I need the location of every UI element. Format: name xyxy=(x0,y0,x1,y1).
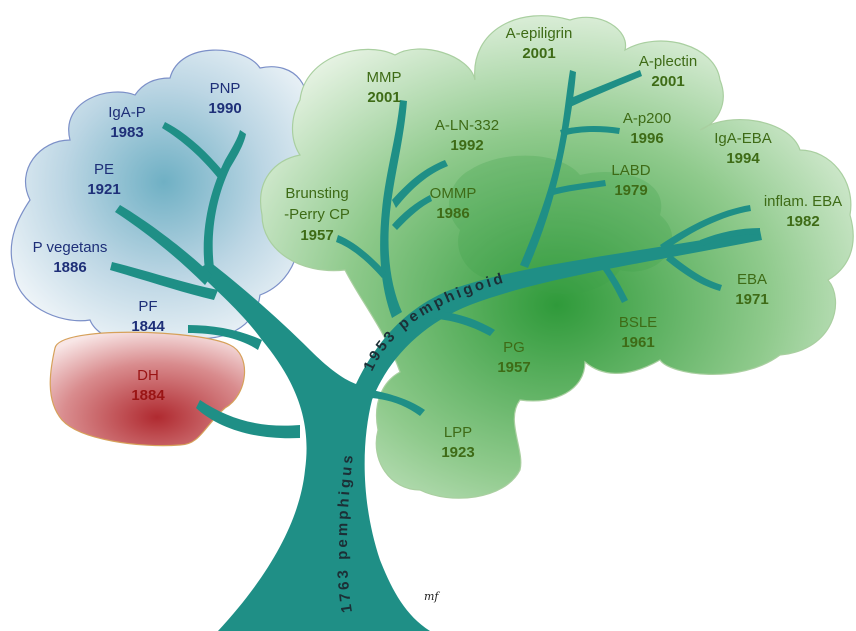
leaf-pveg: P vegetans 1886 xyxy=(33,239,108,276)
leaf-dh-year: 1884 xyxy=(131,387,165,404)
leaf-pg-year: 1957 xyxy=(497,359,530,376)
leaf-pveg-name: P vegetans xyxy=(33,239,108,256)
leaf-iga-eba-year: 1994 xyxy=(726,150,760,167)
leaf-igap-name: IgA-P xyxy=(108,104,146,121)
leaf-labd-year: 1979 xyxy=(614,182,647,199)
leaf-aln332-year: 1992 xyxy=(450,137,483,154)
leaf-pg-name: PG xyxy=(503,339,525,356)
tree-trunk-and-branches xyxy=(110,70,762,631)
leaf-igap: IgA-P 1983 xyxy=(108,104,146,141)
leaf-brunsting: Brunsting -Perry CP 1957 xyxy=(284,185,350,244)
leaf-mmp-name: MMP xyxy=(367,69,402,86)
leaf-pf-name: PF xyxy=(138,298,157,315)
dh-foliage xyxy=(49,331,245,447)
leaf-lpp: LPP 1923 xyxy=(441,424,474,461)
leaf-bsle-name: BSLE xyxy=(619,314,657,331)
leaf-a-p200: A-p200 1996 xyxy=(623,110,671,147)
leaf-dh: DH 1884 xyxy=(131,367,165,404)
leaf-eba-year: 1971 xyxy=(735,291,768,308)
leaf-iga-eba-name: IgA-EBA xyxy=(714,130,772,147)
leaf-bsle: BSLE 1961 xyxy=(619,314,657,351)
pemphigus-trunk-label-text: 1763 pemphigus xyxy=(334,451,354,613)
leaf-a-epiligrin: A-epiligrin 2001 xyxy=(506,25,573,62)
leaf-a-epiligrin-year: 2001 xyxy=(522,45,555,62)
leaf-labd-name: LABD xyxy=(611,162,650,179)
leaf-a-p200-year: 1996 xyxy=(630,130,663,147)
leaf-mmp-year: 2001 xyxy=(367,89,400,106)
leaf-lpp-year: 1923 xyxy=(441,444,474,461)
leaf-pf-year: 1844 xyxy=(131,318,165,335)
leaf-a-plectin-name: A-plectin xyxy=(639,53,697,70)
artist-signature: mf xyxy=(424,590,440,603)
leaf-eba-name: EBA xyxy=(737,271,767,288)
leaf-inflam-eba: inflam. EBA 1982 xyxy=(764,193,842,230)
leaf-eba: EBA 1971 xyxy=(735,271,768,308)
leaf-pnp: PNP 1990 xyxy=(208,80,241,117)
leaf-a-p200-name: A-p200 xyxy=(623,110,671,127)
leaf-bsle-year: 1961 xyxy=(621,334,654,351)
leaf-ommp-year: 1986 xyxy=(436,205,469,222)
leaf-lpp-name: LPP xyxy=(444,424,472,441)
pemphigus-trunk-label: 1763 pemphigus xyxy=(334,451,357,613)
leaf-pe: PE 1921 xyxy=(87,161,120,198)
leaf-iga-eba: IgA-EBA 1994 xyxy=(714,130,772,167)
leaf-brunsting-year: 1957 xyxy=(300,227,333,244)
leaf-dh-name: DH xyxy=(137,367,159,384)
leaf-pe-name: PE xyxy=(94,161,114,178)
leaf-a-epiligrin-name: A-epiligrin xyxy=(506,25,573,42)
leaf-inflam-eba-year: 1982 xyxy=(786,213,819,230)
leaf-brunsting-name-1: Brunsting xyxy=(285,185,348,202)
leaf-pf: PF 1844 xyxy=(131,298,165,335)
leaf-brunsting-name-2: -Perry CP xyxy=(284,206,350,223)
leaf-inflam-eba-name: inflam. EBA xyxy=(764,193,842,210)
leaf-pg: PG 1957 xyxy=(497,339,530,376)
leaf-pnp-name: PNP xyxy=(210,80,241,97)
leaf-aln332: A-LN-332 1992 xyxy=(435,117,499,154)
leaf-ommp-name: OMMP xyxy=(430,185,477,202)
leaf-pe-year: 1921 xyxy=(87,181,120,198)
leaf-aln332-name: A-LN-332 xyxy=(435,117,499,134)
leaf-pveg-year: 1886 xyxy=(53,259,86,276)
leaf-ommp: OMMP 1986 xyxy=(430,185,477,222)
leaf-a-plectin: A-plectin 2001 xyxy=(639,53,697,90)
leaf-mmp: MMP 2001 xyxy=(367,69,402,106)
leaf-labd: LABD 1979 xyxy=(611,162,650,199)
leaf-igap-year: 1983 xyxy=(110,124,143,141)
leaf-pnp-year: 1990 xyxy=(208,100,241,117)
leaf-a-plectin-year: 2001 xyxy=(651,73,684,90)
pemphigoid-foliage xyxy=(260,15,854,499)
